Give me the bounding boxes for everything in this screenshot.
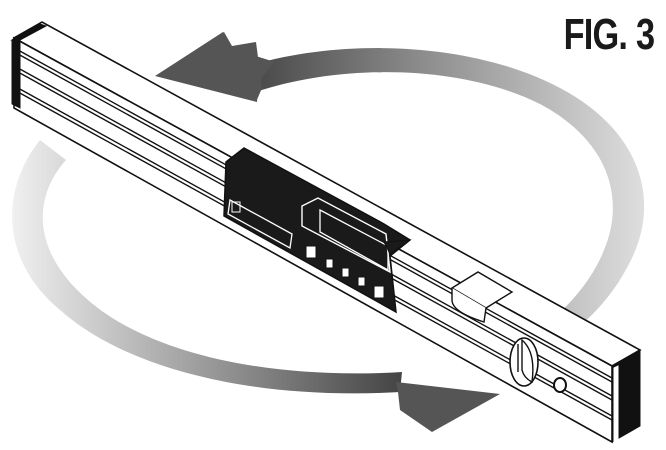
digital-level xyxy=(10,21,642,444)
keypad-button-1[interactable] xyxy=(305,245,317,259)
right-end-cap xyxy=(611,349,641,443)
keypad-button-4[interactable] xyxy=(357,276,366,287)
bubble-vial xyxy=(450,271,514,323)
keypad-button-5[interactable] xyxy=(373,285,385,299)
figure-label: FIG. 3 xyxy=(563,10,654,59)
left-end-cap xyxy=(11,35,21,109)
brand-logo-icon xyxy=(231,201,241,213)
housing-body xyxy=(223,147,412,314)
lower-arrow-icon xyxy=(392,362,500,432)
lcd-display xyxy=(319,208,389,272)
level-vial-dial[interactable] xyxy=(509,337,539,387)
ring-upper-band xyxy=(230,48,645,326)
hang-hole xyxy=(553,377,567,393)
brand-label xyxy=(227,198,293,250)
ring-lower-band xyxy=(12,140,402,394)
keypad-button-3[interactable] xyxy=(341,267,350,278)
keypad-button-2[interactable] xyxy=(325,258,334,269)
rotation-ring xyxy=(12,32,645,432)
display-housing xyxy=(223,147,412,314)
